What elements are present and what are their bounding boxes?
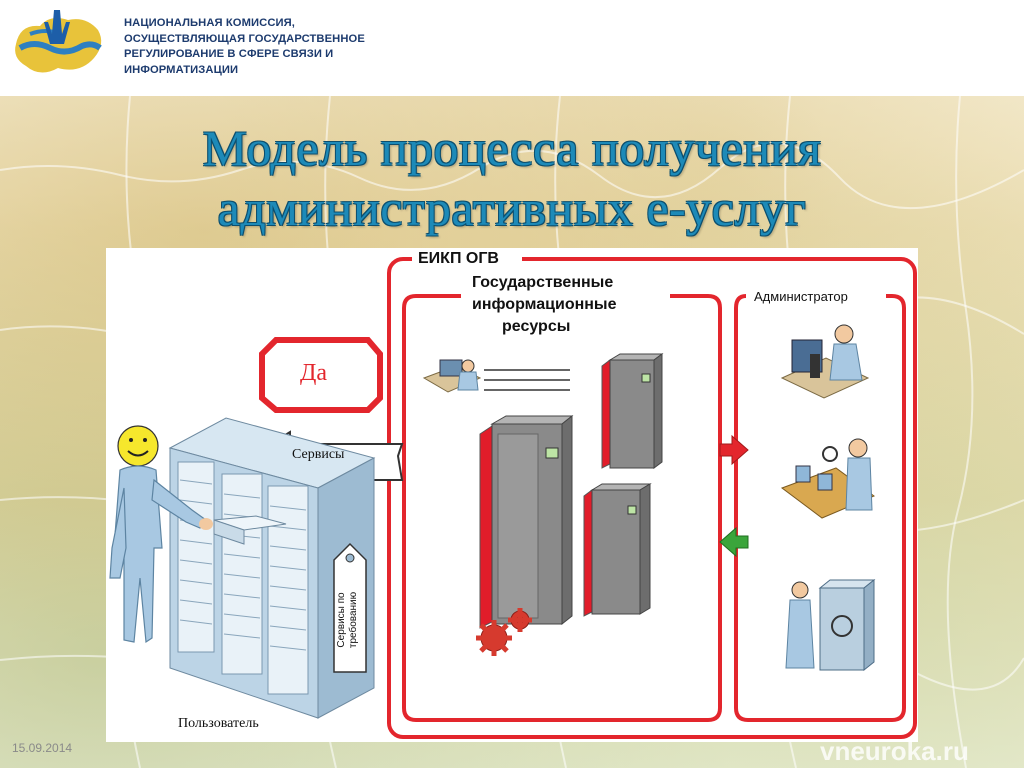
yes-label: Да xyxy=(300,360,328,386)
diagram-panel: ЕИКП ОГВ Государственные информационные … xyxy=(106,248,918,742)
safe-keeper-icon xyxy=(785,578,876,672)
medium-server-icon xyxy=(583,483,652,617)
user-figure-icon xyxy=(109,425,213,644)
eikp-label: ЕИКП ОГВ xyxy=(418,250,499,267)
organization-name: НАЦИОНАЛЬНАЯ КОМИССИЯ, ОСУЩЕСТВЛЯЮЩАЯ ГО… xyxy=(124,16,404,78)
tall-server-icon xyxy=(601,353,664,469)
arrow-right-red-icon xyxy=(719,434,749,466)
computer-worker-icon xyxy=(422,359,482,393)
org-line: ИНФОРМАТИЗАЦИИ xyxy=(124,63,239,76)
title-line-1: Модель процесса получения xyxy=(202,120,822,176)
resource-list-lines xyxy=(484,369,570,391)
org-line: ОСУЩЕСТВЛЯЮЩАЯ ГОСУДАРСТВЕННОЕ xyxy=(124,32,365,45)
yes-box xyxy=(259,337,383,413)
quality-inspector-icon xyxy=(780,438,876,519)
administrator-label: Администратор xyxy=(752,289,850,304)
commission-logo xyxy=(15,10,102,73)
on-demand-line-2: требованию xyxy=(348,591,359,649)
gov-resources-line-1: Государственные xyxy=(472,274,614,291)
org-line: РЕГУЛИРОВАНИЕ В СФЕРЕ СВЯЗИ И xyxy=(124,48,334,60)
gov-resources-line-2: информационные xyxy=(472,296,617,313)
large-server-icon xyxy=(479,414,574,629)
eikp-frame xyxy=(387,257,917,739)
header: НАЦИОНАЛЬНАЯ КОМИССИЯ, ОСУЩЕСТВЛЯЮЩАЯ ГО… xyxy=(0,0,1024,96)
administrator-frame xyxy=(734,294,906,722)
analyst-desk-icon xyxy=(780,324,870,399)
services-label: Сервисы xyxy=(292,447,345,462)
process-diagram xyxy=(109,248,917,739)
on-demand-tag-text: Сервисы по требованию xyxy=(336,560,360,680)
gears-icon xyxy=(476,608,532,656)
slide-title: Модель процесса получения административн… xyxy=(0,118,1024,238)
on-demand-tag xyxy=(333,542,367,673)
on-demand-line-1: Сервисы по xyxy=(336,592,347,648)
gov-resources-frame xyxy=(402,294,722,722)
arrow-left-green-icon xyxy=(719,526,749,558)
slide-date: 15.09.2014 xyxy=(12,741,73,755)
gov-resources-line-3: ресурсы xyxy=(502,318,571,335)
title-line-2: административных е-услуг xyxy=(217,180,807,236)
org-line: НАЦИОНАЛЬНАЯ КОМИССИЯ, xyxy=(124,17,296,29)
user-label: Пользователь xyxy=(178,716,259,731)
